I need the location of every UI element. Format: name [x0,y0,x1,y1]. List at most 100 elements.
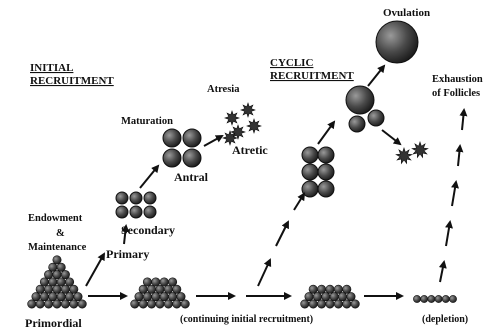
arrow-exhaustion-1 [438,260,447,283]
follicle [172,299,182,309]
follicle [134,292,144,302]
cyclic-preantral-follicle-group [301,146,335,198]
follicle [151,292,161,302]
primordial-follicle-pile [27,255,87,309]
follicle [52,299,62,309]
follicle [56,292,66,302]
follicle [73,292,83,302]
follicle [312,292,322,302]
follicle [52,284,62,294]
follicle [441,295,450,303]
follicle [142,292,152,302]
follicle [65,292,75,302]
follicle [56,262,66,272]
arrow-primordial-to-primary [85,252,105,287]
follicle [77,299,87,309]
follicle [168,292,178,302]
follicle [69,299,79,309]
follicle [69,284,79,294]
arrows [85,64,468,300]
cyclic-recruitment-title-line2: RECRUITMENT [270,70,354,82]
follicle [130,299,140,309]
follicle [48,292,58,302]
arrow-cyclic-4 [317,120,336,145]
primordial-follicle-pile-2 [130,277,190,309]
follicle [159,277,169,287]
follicle [155,284,165,294]
endowment-label-line3: Maintenance [28,242,87,253]
follicle [333,299,343,309]
atretic-follicle [222,130,238,146]
exhaustion-label-line1: Exhaustion [432,74,483,85]
antral-follicle-group [162,128,202,168]
ovulation-label: Ovulation [383,7,430,19]
arrow-cyclic-2 [275,220,289,247]
follicle [317,299,327,309]
follicle [56,277,66,287]
endowment-label-line1: Endowment [28,213,83,224]
follicle [304,292,314,302]
exhaustion-label-line2: of Follicles [432,88,480,99]
follicle [321,292,331,302]
follicle [147,299,157,309]
ovulation-follicle [375,20,419,64]
primary-label: Primary [106,247,149,261]
cyclic-atretic-follicle-group [395,141,429,165]
follicle [449,295,457,303]
follicle [420,295,429,303]
follicle [317,284,327,294]
follicle [308,299,318,309]
atresia-label: Atresia [207,84,240,95]
continuing-recruitment-label: (continuing initial recruitment) [180,314,313,325]
atretic-follicle [395,147,413,165]
follicle [39,277,49,287]
follicle [333,284,343,294]
arrow-cyclic-1 [257,258,272,287]
atretic-label: Atretic [232,143,268,157]
follicle [52,270,62,280]
follicle [163,299,173,309]
follicle [413,295,421,303]
atretic-follicle-group [222,102,262,146]
follicle [427,295,436,303]
primordial-follicle-pile-3 [300,284,360,309]
endowment-label-line2: & [56,228,65,239]
follicle [48,277,58,287]
arrow-to-ovulation [367,64,386,87]
follicle [35,284,45,294]
follicle [342,299,352,309]
arrow-cyclic-3 [293,192,306,211]
initial-recruitment-title-line2: RECRUITMENT [30,75,114,87]
atretic-follicle [246,118,262,134]
follicle [325,299,335,309]
follicle [163,284,173,294]
follicle [434,295,443,303]
arrow-secondary-to-antral [139,164,160,189]
follicle [48,262,58,272]
follicle [52,255,62,265]
follicle [159,292,169,302]
follicle [60,284,70,294]
follicle [325,284,335,294]
arrow-antral-to-atretic [203,135,224,147]
follicle [155,299,165,309]
maturation-label: Maturation [121,116,173,127]
cyclic-recruitment-title-line1: CYCLIC [270,57,313,69]
follicle [168,277,178,287]
follicle [338,292,348,302]
follicle [342,284,352,294]
follicle [350,299,360,309]
follicle [39,292,49,302]
arrow-to-cyclic-atresia [381,129,402,146]
follicle [176,292,186,302]
follicle [65,277,75,287]
follicle [138,299,148,309]
follicle [60,270,70,280]
follicle [346,292,356,302]
primordial-label: Primordial [25,316,82,330]
follicle [35,299,45,309]
arrow-primary-to-secondary [121,224,130,245]
arrow-exhaustion-3 [451,180,459,207]
atretic-follicle [230,124,246,140]
